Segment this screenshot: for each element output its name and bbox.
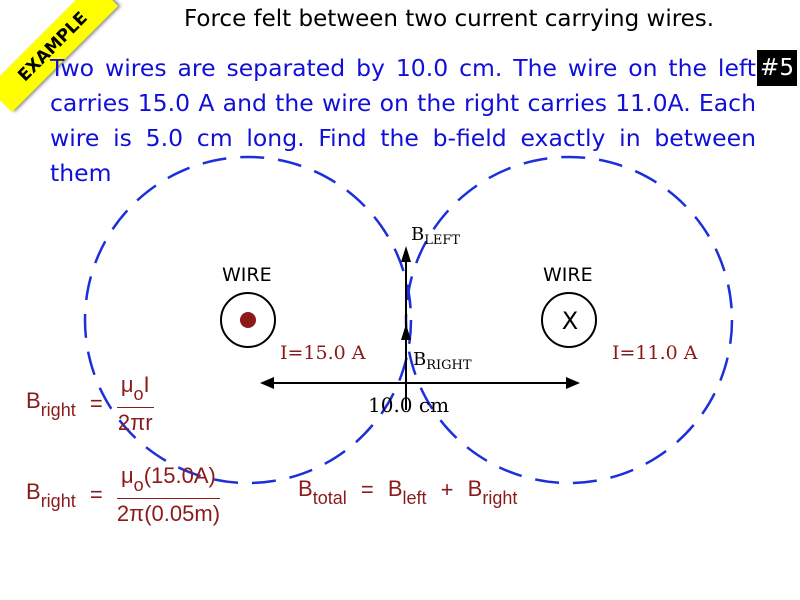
distance-label: 10.0 cm [368, 393, 450, 417]
current-out-dot [240, 312, 256, 328]
right-wire-label: WIRE [543, 264, 593, 286]
current-in-cross: X [561, 307, 579, 335]
b-total-formula: Btotal = Bleft + Bright [298, 476, 518, 508]
slide-title: Force felt between two current carrying … [184, 6, 715, 32]
b-right-label: BRIGHT [413, 349, 472, 373]
right-current-label: I=11.0 A [612, 342, 698, 364]
left-wire-label: WIRE [222, 264, 272, 286]
b-left-arrowhead [401, 246, 411, 262]
b-right-formula: Bright = μoI 2πr [26, 372, 154, 435]
example-number-badge: #5 [757, 50, 797, 86]
left-wire-circle [220, 292, 276, 348]
b-right-arrowhead [401, 324, 411, 340]
b-left-label: BLEFT [411, 224, 461, 248]
b-right-substitution: Bright = μo(15.0A) 2π(0.05m) [26, 463, 221, 526]
problem-statement: Two wires are separated by 10.0 cm. The … [50, 54, 756, 187]
distance-arrowhead-right [566, 377, 580, 389]
distance-arrowhead-left [260, 377, 274, 389]
left-current-label: I=15.0 A [280, 342, 366, 364]
